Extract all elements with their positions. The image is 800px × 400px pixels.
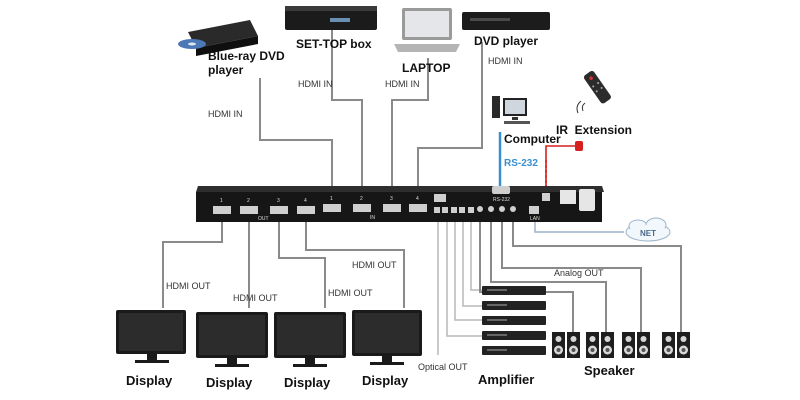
net-label: NET — [640, 229, 656, 238]
out-port-4 — [297, 206, 315, 214]
display-label-3: Display — [284, 375, 331, 390]
laptop-label: LAPTOP — [402, 61, 450, 75]
in-port-num-4: 4 — [416, 196, 419, 202]
amplifier-stack-icon — [482, 286, 546, 355]
display-2-icon — [196, 312, 268, 367]
display-3-icon — [274, 312, 346, 367]
computer-icon — [492, 96, 530, 124]
hdmi-in-label-3: HDMI IN — [385, 79, 420, 89]
speaker-pair-2-icon — [586, 332, 614, 358]
lan-port — [529, 206, 539, 214]
optical-out-label: Optical OUT — [418, 362, 468, 372]
in-port-num-3: 3 — [390, 196, 393, 202]
wires — [162, 30, 682, 355]
lan-tag: LAN — [530, 216, 540, 222]
rs232-port — [492, 186, 510, 194]
display-1-icon — [116, 310, 186, 363]
hdmi-out-label-3: HDMI OUT — [328, 288, 373, 298]
speaker-pair-1-icon — [552, 332, 580, 358]
analog-out-label: Analog OUT — [554, 268, 604, 278]
bluray-label: Blue-ray DVD player — [208, 49, 288, 77]
speaker-label: Speaker — [584, 363, 635, 378]
in-port-4 — [409, 204, 427, 212]
dvd-player-icon — [462, 12, 550, 30]
speaker-pair-3-icon — [622, 332, 650, 358]
in-port-num-1: 1 — [330, 196, 333, 202]
hdmi-out-label-4: HDMI OUT — [352, 260, 397, 270]
hdmi-out-label-1: HDMI OUT — [166, 281, 211, 291]
out-port-2 — [240, 206, 258, 214]
display-label-2: Display — [206, 375, 253, 390]
in-ports: 1 2 3 4 IN — [323, 196, 427, 221]
ir-emitter-icon — [575, 141, 583, 151]
rs232-tag: RS-232 — [493, 197, 510, 203]
computer-label: Computer — [504, 132, 561, 146]
in-port-2 — [353, 204, 371, 212]
bluray-player-icon — [178, 20, 258, 56]
speaker-icons — [552, 332, 690, 358]
in-port-num-2: 2 — [360, 196, 363, 202]
out-port-1 — [213, 206, 231, 214]
cloud-icon — [625, 217, 671, 242]
out-port-num-2: 2 — [247, 198, 250, 204]
dvd-label: DVD player — [474, 34, 538, 48]
out-port-num-3: 3 — [277, 198, 280, 204]
in-port-3 — [383, 204, 401, 212]
out-ports: 1 2 3 4 OUT — [213, 198, 315, 222]
out-port-num-1: 1 — [220, 198, 223, 204]
in-port-1 — [323, 204, 341, 212]
out-port-3 — [270, 206, 288, 214]
display-label-1: Display — [126, 373, 173, 388]
out-tag: OUT — [258, 216, 269, 222]
display-4-icon — [352, 310, 422, 365]
in-tag: IN — [370, 215, 375, 221]
power-socket — [579, 189, 595, 211]
ir-remote-icon — [576, 70, 611, 114]
hdmi-in-label-2: HDMI IN — [298, 79, 333, 89]
rs232-label: RS-232 — [504, 158, 538, 169]
out-port-num-4: 4 — [304, 198, 307, 204]
audio-control-ports: RS-232 LAN — [434, 186, 595, 222]
hdmi-out-label-2: HDMI OUT — [233, 293, 278, 303]
speaker-pair-4-icon — [662, 332, 690, 358]
settop-label: SET-TOP box — [296, 37, 372, 51]
hdmi-in-label-4: HDMI IN — [488, 56, 523, 66]
hdmi-matrix-device: 1 2 3 4 OUT 1 2 3 4 IN RS-232 — [196, 186, 604, 222]
hdmi-in-label-1: HDMI IN — [208, 109, 243, 119]
settop-box-icon — [285, 6, 377, 30]
ir-label: IR Extension — [556, 123, 632, 137]
laptop-icon — [394, 8, 460, 52]
amplifier-label: Amplifier — [478, 372, 534, 387]
display-label-4: Display — [362, 373, 409, 388]
